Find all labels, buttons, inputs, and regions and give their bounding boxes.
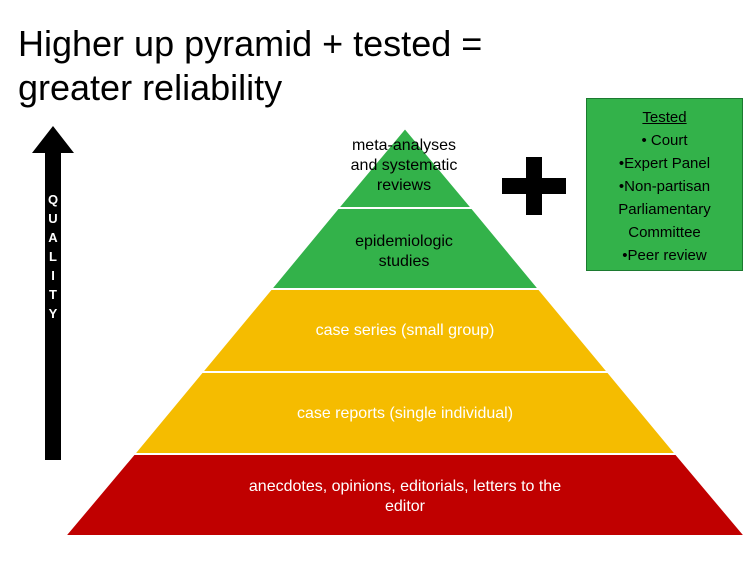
tested-item: •Expert Panel (618, 155, 711, 172)
tier-label-line: case series (small group) (315, 322, 495, 339)
quality-label: Q U A L I T Y (30, 190, 76, 323)
quality-letter: Q (47, 192, 59, 207)
tier-label-line: case reports (single individual) (296, 405, 514, 422)
slide-title-line2: greater reliability (18, 67, 283, 108)
tier-label-anecdotes: anecdotes, opinions, editorials, letters… (100, 477, 710, 517)
tier-label-line: reviews (376, 177, 432, 194)
tier-label-meta-analyses: meta-analyses and systematic reviews (300, 136, 508, 196)
quality-letter: T (49, 287, 57, 302)
plus-icon (502, 157, 566, 215)
tier-label-epidemiologic: epidemiologic studies (300, 232, 508, 272)
tier-label-line: editor (384, 498, 426, 515)
tier-label-case-reports: case reports (single individual) (150, 404, 660, 424)
tested-item: • Court (641, 132, 688, 149)
quality-arrow-icon (32, 126, 74, 460)
tested-item: Committee (628, 224, 701, 241)
tier-label-line: meta-analyses (351, 137, 457, 154)
slide-title: Higher up pyramid + tested = greater rel… (18, 22, 482, 110)
slide-title-line1: Higher up pyramid + tested = (18, 23, 483, 64)
quality-letter: U (48, 211, 58, 226)
tested-heading: Tested (642, 109, 687, 126)
quality-letter: A (48, 230, 58, 245)
pyramid-tier-base (62, 453, 748, 537)
quality-letter: Y (48, 306, 58, 321)
quality-letter: I (51, 268, 55, 283)
tier-label-case-series: case series (small group) (220, 321, 590, 341)
tier-label-line: and systematic (350, 157, 458, 174)
tier-label-line: anecdotes, opinions, editorials, letters… (248, 478, 562, 495)
tested-item: •Non-partisan (618, 178, 711, 195)
tested-item: Parliamentary (618, 201, 711, 218)
tier-label-line: epidemiologic (355, 233, 453, 250)
quality-letter: L (49, 249, 57, 264)
tested-box: Tested • Court •Expert Panel •Non-partis… (586, 98, 743, 271)
tier-label-line: studies (378, 253, 430, 270)
tested-item: •Peer review (622, 247, 707, 264)
